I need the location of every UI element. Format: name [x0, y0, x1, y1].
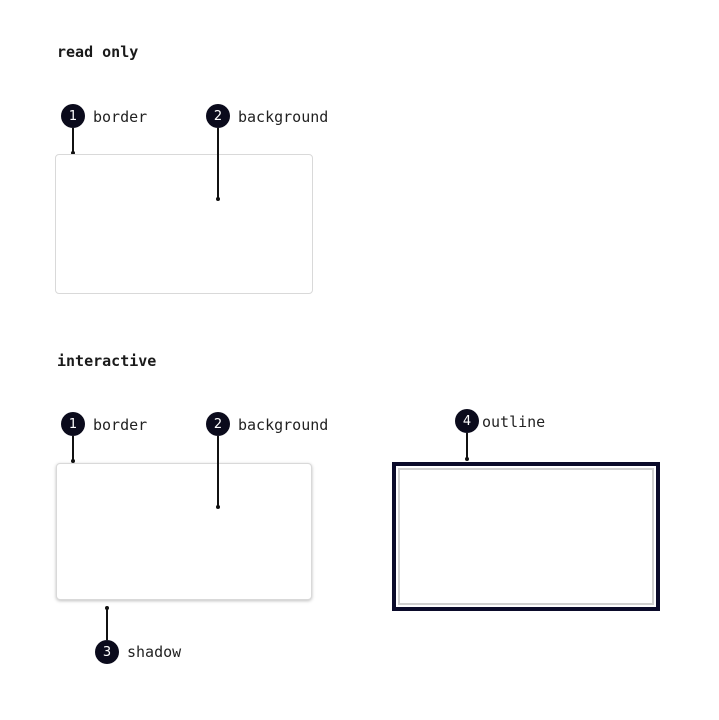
leader-line-border — [72, 128, 74, 152]
leader-dot-background — [216, 505, 220, 509]
leader-line-outline — [466, 433, 468, 459]
callout-label-border: border — [93, 416, 148, 434]
callout-label-border: border — [93, 108, 148, 126]
leader-dot-background — [216, 197, 220, 201]
callout-badge-4: 4 — [455, 409, 479, 433]
callout-badge-2: 2 — [206, 104, 230, 128]
leader-dot-border — [71, 151, 75, 155]
callout-badge-2: 2 — [206, 412, 230, 436]
focused-card-outline[interactable] — [392, 462, 660, 611]
read-only-card — [55, 154, 313, 294]
callout-label-shadow: shadow — [127, 643, 182, 661]
callout-badge-1: 1 — [61, 104, 85, 128]
focused-card — [398, 468, 654, 605]
callout-badge-1: 1 — [61, 412, 85, 436]
leader-dot-border — [71, 459, 75, 463]
leader-line-border — [72, 436, 74, 460]
callout-label-background: background — [238, 108, 329, 126]
interactive-card[interactable] — [56, 463, 312, 600]
section-title-interactive: interactive — [57, 352, 157, 370]
leader-line-background — [217, 436, 219, 506]
leader-line-shadow — [106, 607, 108, 640]
section-title-read-only: read only — [57, 43, 139, 61]
leader-line-background — [217, 128, 219, 198]
leader-dot-outline — [465, 457, 469, 461]
callout-label-outline: outline — [482, 413, 546, 431]
callout-label-background: background — [238, 416, 329, 434]
callout-badge-3: 3 — [95, 640, 119, 664]
